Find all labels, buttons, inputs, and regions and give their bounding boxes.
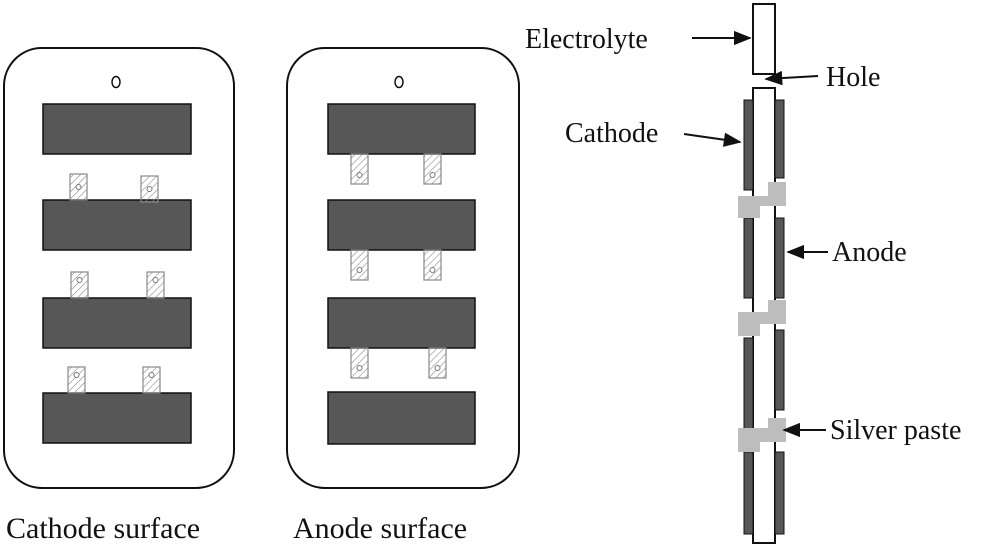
label-silver-paste: Silver paste bbox=[782, 415, 961, 446]
anode-label: Anode bbox=[832, 237, 907, 268]
anode-electrode bbox=[327, 103, 476, 155]
cathode-surface-panel: Cathode surface bbox=[3, 47, 235, 545]
cathode-panel-hole bbox=[111, 75, 121, 89]
cathode-panel-outline bbox=[3, 47, 235, 489]
cathode-connector bbox=[69, 173, 88, 201]
cathode-surface-caption: Cathode surface bbox=[6, 512, 200, 545]
label-anode: Anode bbox=[786, 237, 907, 268]
cathode-connector bbox=[140, 175, 159, 203]
cross-section-stack bbox=[738, 3, 786, 544]
anode-electrode bbox=[327, 199, 476, 251]
cathode-electrode bbox=[42, 392, 192, 444]
hole-arrow bbox=[764, 70, 819, 86]
anode-panel-hole bbox=[394, 75, 404, 89]
cathode-electrode bbox=[42, 297, 192, 349]
electrolyte-top-piece bbox=[752, 3, 776, 75]
anode-connector bbox=[428, 347, 447, 379]
cathode-layer bbox=[743, 99, 754, 191]
cathode-connector bbox=[142, 366, 161, 394]
anode-panel-outline bbox=[286, 47, 520, 489]
anode-electrode bbox=[327, 297, 476, 349]
anode-layer bbox=[774, 451, 785, 535]
cathode-connector bbox=[146, 271, 165, 299]
anode-electrode bbox=[327, 391, 476, 445]
anode-connector bbox=[350, 347, 369, 379]
cathode-connector bbox=[67, 366, 86, 394]
hole-label: Hole bbox=[826, 62, 880, 93]
cathode-label: Cathode bbox=[565, 118, 658, 149]
cathode-arrow bbox=[683, 132, 742, 147]
anode-surface-panel: Anode surface bbox=[286, 47, 520, 545]
cathode-layer bbox=[743, 451, 754, 535]
silver-paste bbox=[738, 300, 786, 336]
anode-layer bbox=[774, 329, 785, 411]
anode-surface-caption: Anode surface bbox=[293, 512, 467, 545]
anode-layer bbox=[774, 217, 785, 299]
electrolyte-label: Electrolyte bbox=[525, 24, 648, 55]
silver-paste bbox=[738, 418, 786, 452]
anode-connector bbox=[423, 153, 442, 185]
cathode-layer bbox=[743, 217, 754, 299]
anode-connector bbox=[350, 153, 369, 185]
cathode-connector bbox=[70, 271, 89, 299]
anode-connector bbox=[423, 249, 442, 281]
cathode-electrode bbox=[42, 103, 192, 155]
anode-layer bbox=[774, 99, 785, 179]
label-cathode: Cathode bbox=[565, 118, 742, 149]
cathode-electrode bbox=[42, 199, 192, 251]
cathode-layer bbox=[743, 337, 754, 431]
silver-paste-label: Silver paste bbox=[830, 415, 961, 446]
anode-connector bbox=[350, 249, 369, 281]
label-hole: Hole bbox=[764, 62, 880, 93]
label-electrolyte: Electrolyte bbox=[525, 24, 752, 55]
silver-paste bbox=[738, 182, 786, 218]
